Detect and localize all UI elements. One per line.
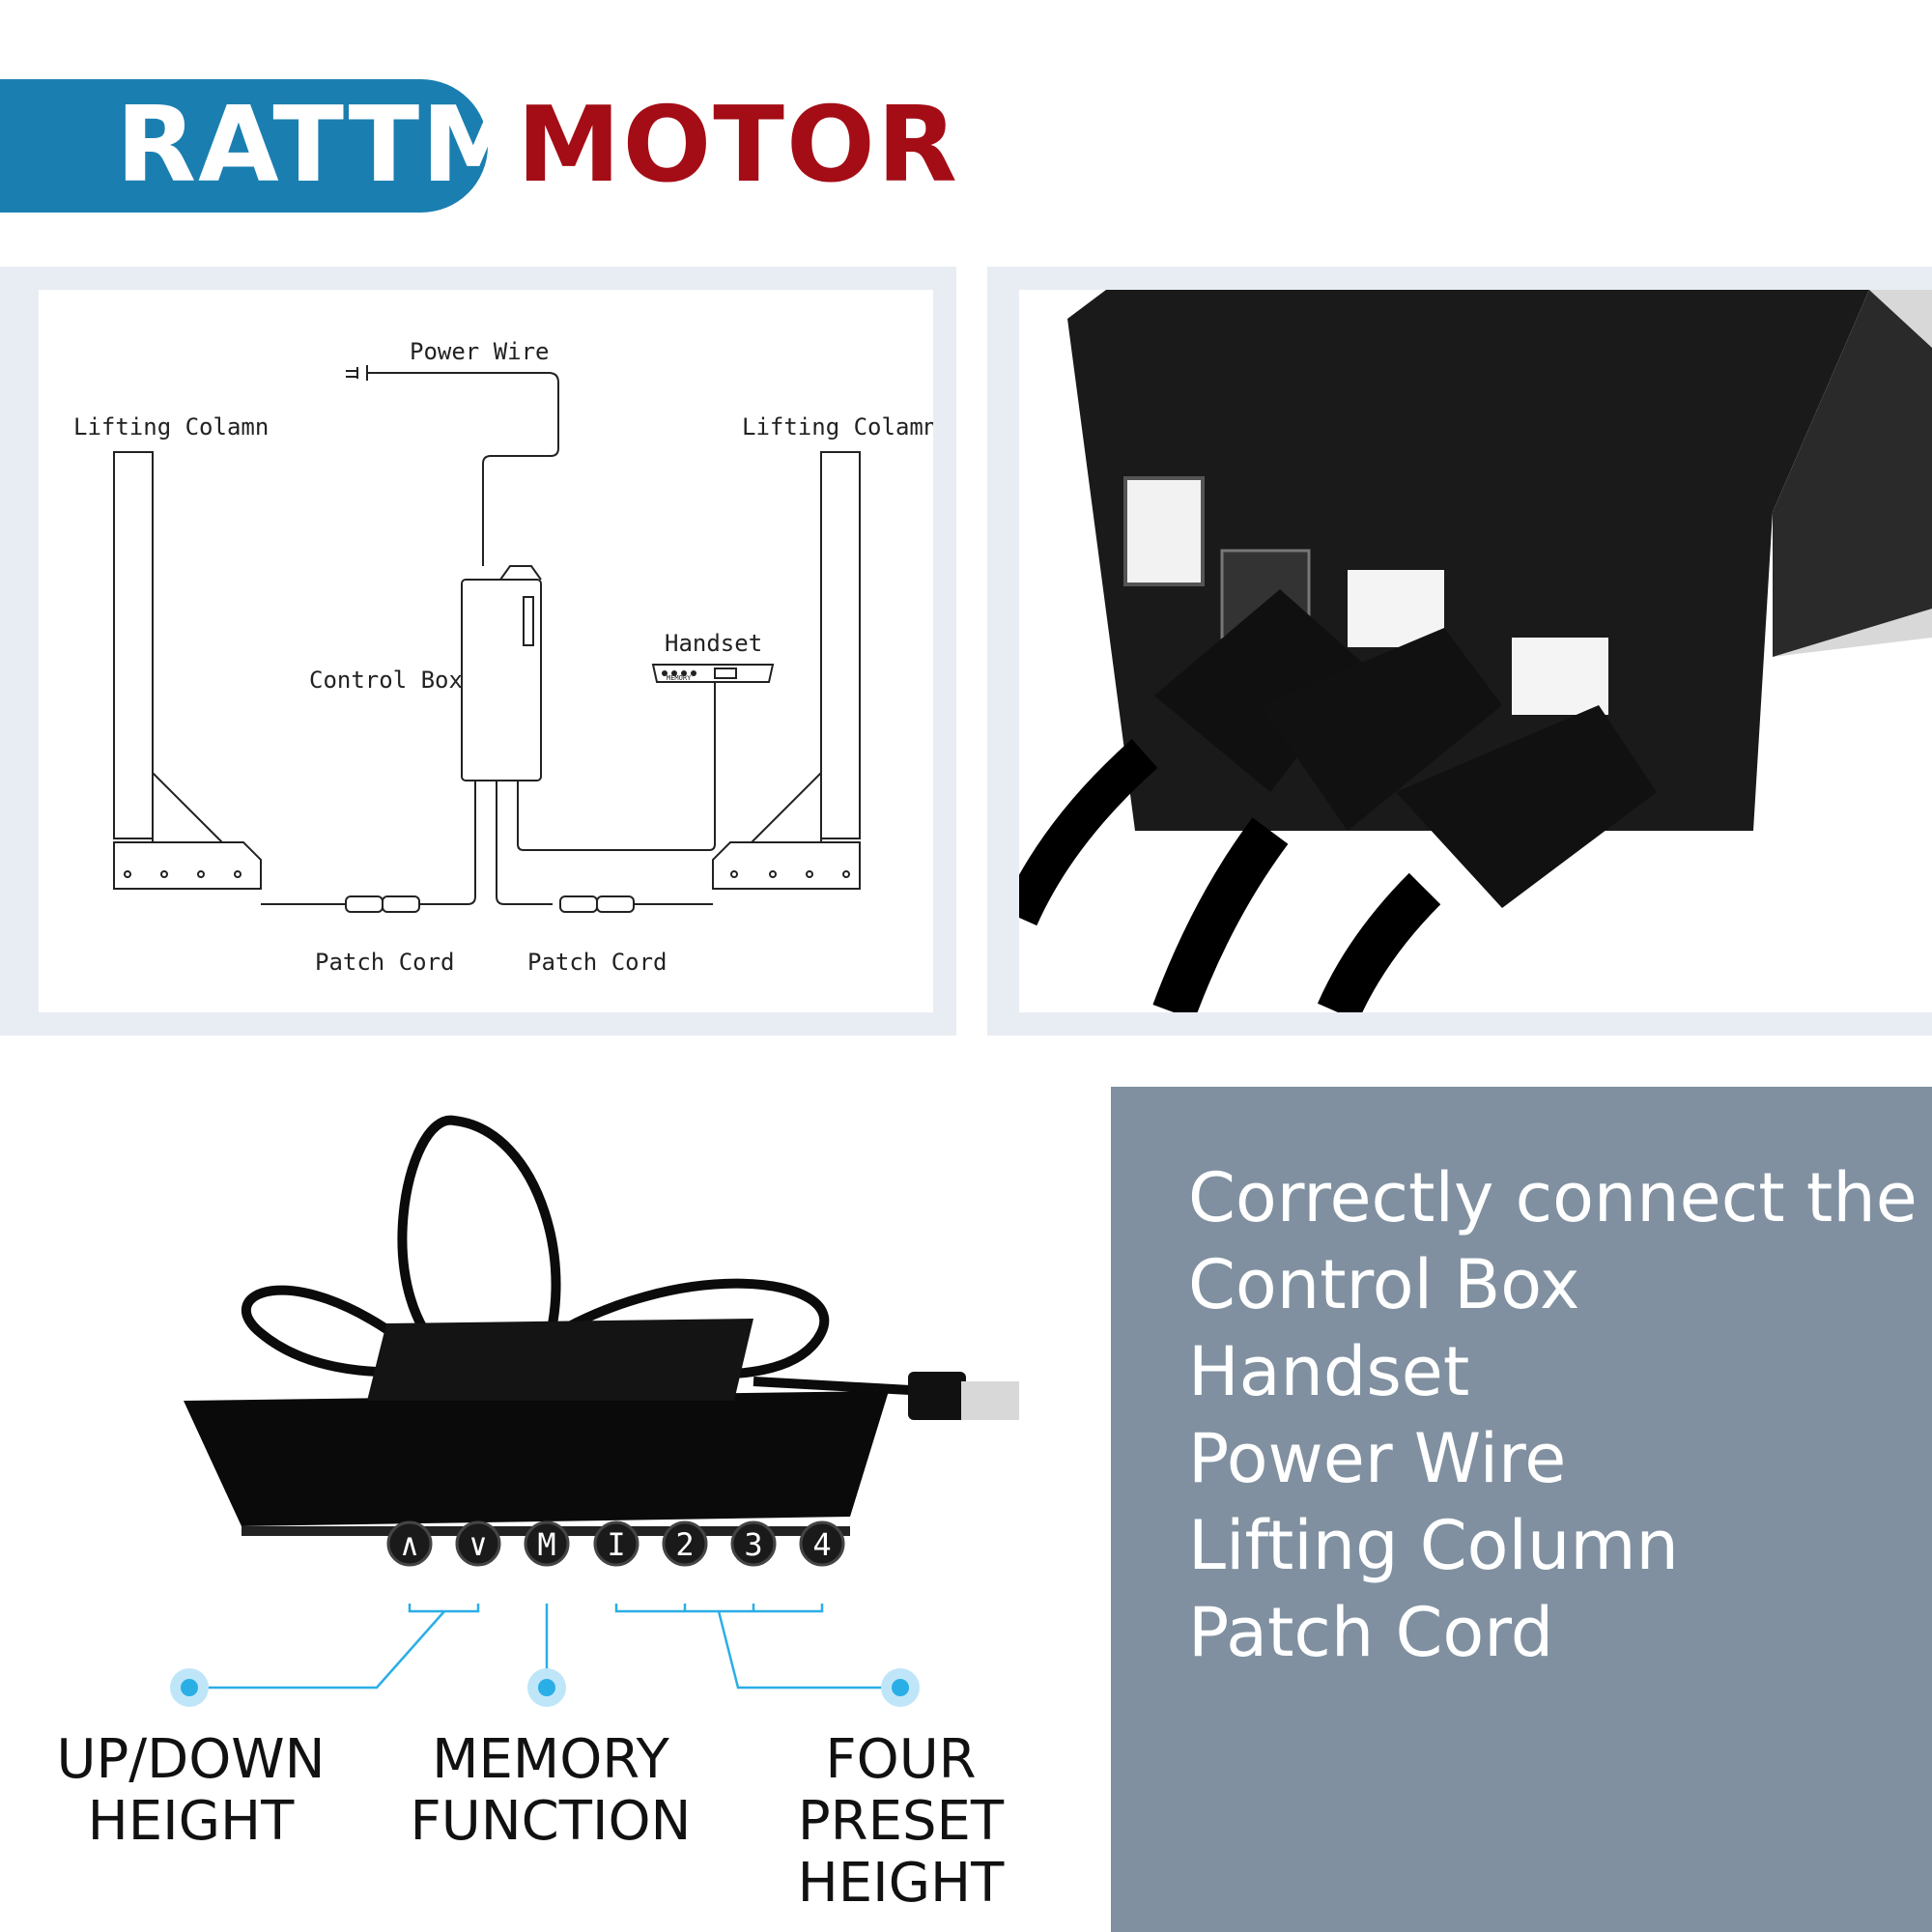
memory-dot [538, 1679, 555, 1696]
lifting-column-left-shape [113, 451, 154, 839]
memory-button-label: M [537, 1526, 555, 1563]
memory-label-line2: FUNCTION [410, 1790, 692, 1853]
up-button [386, 1520, 433, 1567]
patch-cord-left-cable [419, 811, 476, 905]
down-button [455, 1520, 501, 1567]
control-box-photo [1019, 290, 1932, 1012]
handset-body [184, 1391, 889, 1526]
preset-2-label: 2 [675, 1526, 694, 1563]
label-lifting-column-left: Lifting Colamn [73, 413, 269, 440]
control-box-shape [461, 579, 542, 781]
label-control-box: Control Box [309, 667, 463, 694]
updown-dot [181, 1679, 198, 1696]
label-lifting-column-right: Lifting Colamn [742, 413, 933, 440]
lifting-column-left-foot [113, 841, 262, 890]
cord-port-1 [1348, 570, 1444, 647]
updown-label-line1: UP/DOWN [56, 1728, 326, 1791]
brand-logo-badge [0, 79, 488, 213]
memory-button [524, 1520, 570, 1567]
handset-button-row: ∧ ∨ M I 2 3 4 [386, 1520, 845, 1567]
down-button-label: ∨ [469, 1526, 487, 1563]
preset-3-button [730, 1520, 777, 1567]
preset-3-label: 3 [744, 1526, 762, 1563]
memory-callout: MEMORY FUNCTION [396, 1729, 705, 1853]
info-line-1: Correctly connect the [1188, 1158, 1918, 1237]
label-patch-cord-left: Patch Cord [315, 949, 455, 976]
info-line-2: Control Box [1188, 1245, 1580, 1324]
cord-port-2 [1512, 638, 1608, 715]
lifting-column-right-foot [712, 841, 861, 890]
info-line-4: Power Wire [1188, 1419, 1567, 1498]
updown-label-line2: HEIGHT [87, 1790, 295, 1853]
preset-2-button [662, 1520, 708, 1567]
power-wire-cable [367, 372, 559, 566]
brand-name-part2: MOTOR [517, 85, 959, 206]
label-handset: Handset [665, 630, 762, 657]
patch-cord-cable-1 [1152, 817, 1289, 1012]
preset-callout: FOUR PRESET HEIGHT [720, 1729, 1082, 1915]
preset-4-button [799, 1520, 845, 1567]
memory-label-line1: MEMORY [432, 1728, 669, 1791]
preset-dot [892, 1679, 909, 1696]
info-line-3: Handset [1188, 1332, 1470, 1411]
patch-cord-right-cable [496, 811, 553, 905]
label-power-wire: Power Wire [410, 338, 550, 365]
brand-name-part1: RATTM [116, 85, 527, 206]
info-line-5: Lifting Column [1188, 1506, 1679, 1585]
patch-cord-cable-2 [1317, 872, 1441, 1012]
handset-photo: ∧ ∨ M I 2 3 4 [170, 1115, 1019, 1707]
diagram-panel: Power Wire Lifting Colamn Lifting Colamn… [39, 290, 937, 1012]
handset-shape [651, 664, 775, 683]
info-line-6: Patch Cord [1188, 1593, 1554, 1672]
updown-callout-line [189, 1610, 445, 1690]
wiring-diagram: Power Wire Lifting Colamn Lifting Colamn… [73, 338, 937, 976]
preset-label-line2: HEIGHT [797, 1852, 1005, 1915]
preset-callout-line [717, 1610, 900, 1690]
info-panel: Correctly connect the Control Box Handse… [1111, 1087, 1932, 1932]
up-button-label: ∧ [400, 1526, 418, 1563]
label-patch-cord-right: Patch Cord [527, 949, 668, 976]
preset-1-label: I [607, 1526, 625, 1563]
power-port [1123, 476, 1205, 586]
preset-4-label: 4 [812, 1526, 831, 1563]
preset-label-line1: FOUR PRESET [797, 1728, 1005, 1853]
updown-callout: UP/DOWN HEIGHT [39, 1729, 343, 1853]
handset-cable [517, 682, 716, 851]
preset-1-button [593, 1520, 639, 1567]
label-handset-memory: MEMORY [667, 674, 692, 682]
lifting-column-right-shape [820, 451, 861, 839]
